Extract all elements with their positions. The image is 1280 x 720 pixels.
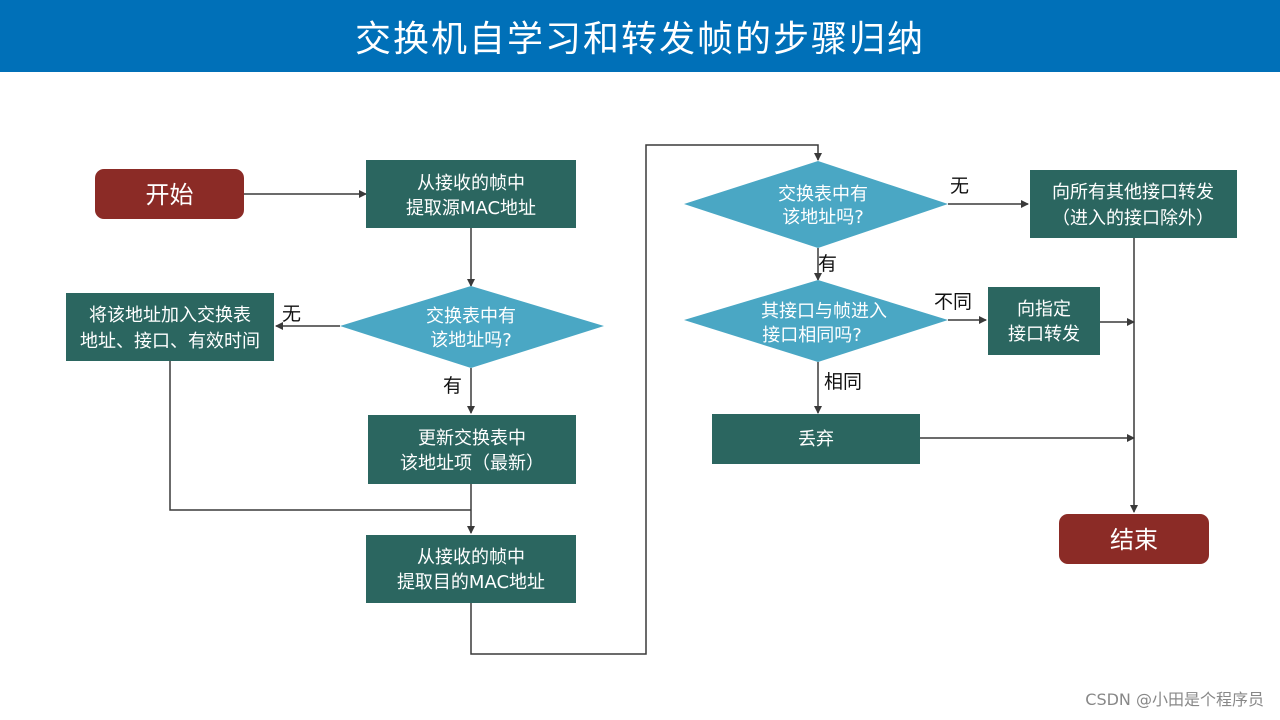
end-node: 结束 <box>1059 514 1209 564</box>
label-port-diff: 不同 <box>934 291 972 313</box>
label-dst-no: 无 <box>950 175 969 197</box>
check-port-line-1: 其接口与帧进入 <box>761 301 887 322</box>
label-port-same: 相同 <box>824 371 862 393</box>
update-entry-line-1: 更新交换表中 <box>418 428 526 449</box>
page-title: 交换机自学习和转发帧的步骤归纳 <box>354 19 925 60</box>
discard-label: 丢弃 <box>798 429 834 450</box>
check-src-line-1: 交换表中有 <box>426 306 516 327</box>
update-entry-line-2: 该地址项（最新） <box>400 453 544 474</box>
edge-add-to-extract-dst <box>169 361 471 511</box>
check-dst-decision: 交换表中有 该地址吗? <box>684 161 948 248</box>
check-dst-line-1: 交换表中有 <box>778 184 868 205</box>
extract-src-line-1: 从接收的帧中 <box>417 173 525 194</box>
forward-line-1: 向指定 <box>1017 299 1071 320</box>
check-port-line-2: 接口相同吗? <box>762 325 862 346</box>
forward-box: 向指定 接口转发 <box>988 287 1100 355</box>
extract-src-line-2: 提取源MAC地址 <box>406 198 536 219</box>
flood-line-2: （进入的接口除外） <box>1052 208 1214 229</box>
flood-box: 向所有其他接口转发 （进入的接口除外） <box>1030 170 1237 238</box>
label-dst-yes: 有 <box>818 253 837 275</box>
check-dst-line-2: 该地址吗? <box>782 207 864 228</box>
edge-extract-dst-to-check-dst <box>470 144 822 655</box>
add-entry-line-1: 将该地址加入交换表 <box>89 305 251 326</box>
discard-box: 丢弃 <box>712 414 920 464</box>
flood-line-1: 向所有其他接口转发 <box>1052 182 1214 203</box>
check-port-decision: 其接口与帧进入 接口相同吗? <box>684 280 948 362</box>
update-entry-box: 更新交换表中 该地址项（最新） <box>368 415 576 484</box>
forward-line-2: 接口转发 <box>1008 324 1080 345</box>
add-entry-box: 将该地址加入交换表 地址、接口、有效时间 <box>66 293 274 361</box>
check-src-line-2: 该地址吗? <box>430 330 512 351</box>
add-entry-line-2: 地址、接口、有效时间 <box>80 331 260 352</box>
label-src-yes: 有 <box>443 375 462 397</box>
label-src-no: 无 <box>282 303 301 325</box>
extract-dst-mac-box: 从接收的帧中 提取目的MAC地址 <box>366 535 576 603</box>
start-node: 开始 <box>95 169 244 219</box>
watermark: CSDN @小田是个程序员 <box>1085 690 1264 709</box>
end-label: 结束 <box>1110 526 1158 554</box>
check-src-decision: 交换表中有 该地址吗? <box>340 286 604 368</box>
extract-dst-line-1: 从接收的帧中 <box>417 547 525 568</box>
extract-dst-line-2: 提取目的MAC地址 <box>397 572 545 593</box>
title-bar: 交换机自学习和转发帧的步骤归纳 <box>0 0 1280 72</box>
connectors <box>169 144 1138 655</box>
extract-src-mac-box: 从接收的帧中 提取源MAC地址 <box>366 160 576 228</box>
start-label: 开始 <box>146 181 194 209</box>
